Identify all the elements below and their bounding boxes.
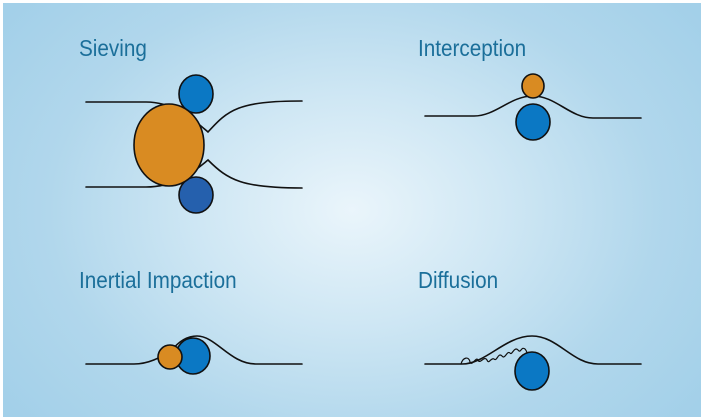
interception-illustration xyxy=(424,73,642,141)
interception-label: Interception xyxy=(418,35,527,61)
impaction-streamline xyxy=(85,335,303,365)
sieving-label: Sieving xyxy=(79,35,147,61)
diffusion-illustration xyxy=(424,335,642,391)
diffusion-label: Diffusion xyxy=(418,267,499,293)
impaction-particle xyxy=(157,344,183,370)
sieving-lower-fiber xyxy=(178,176,214,214)
diffusion-fiber xyxy=(514,351,550,391)
inertial-impaction-label: Inertial Impaction xyxy=(79,267,237,293)
sieving-upper-fiber xyxy=(178,74,214,114)
sieving-illustration xyxy=(85,74,303,214)
diffusion-brownian-path xyxy=(460,347,532,365)
sieving-particle xyxy=(133,103,205,187)
interception-particle xyxy=(521,73,545,99)
interception-fiber xyxy=(515,103,551,141)
inertial-impaction-illustration xyxy=(85,335,303,375)
diagram-panel xyxy=(3,3,701,417)
